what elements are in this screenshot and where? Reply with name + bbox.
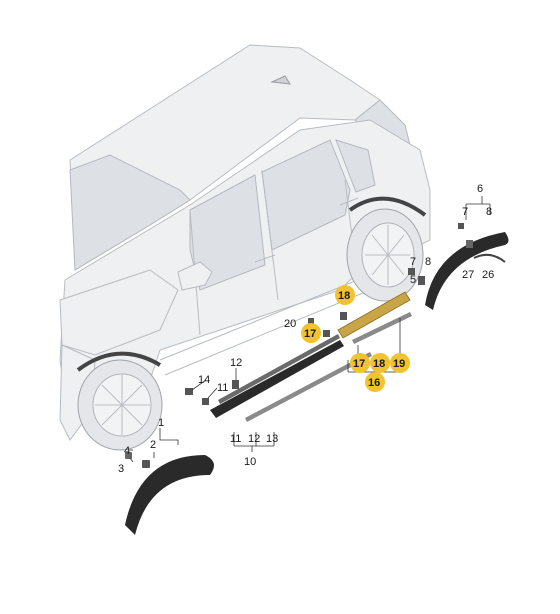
door-handle-rear bbox=[339, 197, 359, 206]
clip-part-11 bbox=[202, 398, 209, 405]
front-rim-spokes bbox=[95, 375, 150, 435]
highlight-17b bbox=[350, 353, 370, 373]
leader-14 bbox=[191, 379, 207, 391]
highlight-18a bbox=[335, 285, 355, 305]
car-quarter-window bbox=[335, 139, 376, 193]
callout-7a: 7 bbox=[462, 206, 468, 218]
door-moulding-part-13 bbox=[245, 352, 372, 422]
callout-7b: 7 bbox=[410, 256, 416, 268]
callout-17a: 17 bbox=[304, 328, 316, 340]
clip-part-18 bbox=[340, 312, 347, 320]
car-windshield bbox=[69, 154, 191, 271]
rear-rim-spokes bbox=[365, 225, 410, 285]
callout-4: 4 bbox=[124, 445, 130, 457]
clip-part-27 bbox=[466, 240, 473, 248]
callout-12a: 12 bbox=[230, 357, 242, 369]
door-moulding-part-11 bbox=[210, 340, 344, 418]
clip-part-12 bbox=[232, 380, 239, 389]
callout-26: 26 bbox=[482, 269, 494, 281]
clip-part-14 bbox=[185, 388, 193, 395]
highlight-17a bbox=[301, 323, 321, 343]
front-arch-edge bbox=[76, 351, 162, 372]
door-moulding-part-12 bbox=[218, 334, 340, 404]
callout-20: 20 bbox=[284, 318, 296, 330]
leader-6 bbox=[465, 196, 491, 220]
car-illustration bbox=[59, 44, 431, 451]
highlight-16 bbox=[365, 372, 385, 392]
strip-part-26 bbox=[473, 253, 506, 263]
callout-16: 16 bbox=[368, 377, 380, 389]
clip-part-2 bbox=[142, 460, 150, 468]
callout-10: 10 bbox=[244, 456, 256, 468]
screw-part-3 bbox=[125, 452, 132, 459]
callout-18a: 18 bbox=[338, 290, 350, 302]
callout-8b: 8 bbox=[425, 256, 431, 268]
leader-lines bbox=[128, 196, 491, 463]
leader-3 bbox=[129, 457, 134, 463]
parts bbox=[125, 223, 509, 535]
leader-1 bbox=[159, 428, 179, 445]
callout-13: 13 bbox=[266, 433, 278, 445]
clip-part-7 bbox=[458, 223, 464, 229]
callout-12b: 12 bbox=[248, 433, 260, 445]
callout-18b: 18 bbox=[373, 358, 385, 370]
door-seam-b-pillar bbox=[261, 169, 279, 301]
car-side-mirror bbox=[177, 261, 213, 291]
callout-6: 6 bbox=[477, 183, 483, 195]
front-wheel bbox=[76, 351, 163, 451]
callout-3: 3 bbox=[118, 463, 124, 475]
highlight-18b bbox=[370, 353, 390, 373]
clip-part-20 bbox=[308, 318, 314, 325]
callout-8a: 8 bbox=[486, 206, 492, 218]
clip-part-17 bbox=[323, 330, 330, 337]
leader-10 bbox=[233, 432, 275, 452]
callout-11a: 11 bbox=[217, 382, 228, 394]
callout-14: 14 bbox=[198, 374, 210, 386]
leader-11a bbox=[207, 387, 218, 399]
rear-moulding-part-19 bbox=[352, 312, 412, 344]
callout-17b: 17 bbox=[353, 358, 365, 370]
callout-11b: 11 bbox=[230, 433, 241, 445]
rear-arch-edge bbox=[348, 196, 427, 217]
front-arch-trim-part bbox=[125, 455, 214, 535]
door-handle-front bbox=[254, 254, 276, 263]
callout-19: 19 bbox=[393, 358, 405, 370]
highlight-discs bbox=[301, 285, 410, 392]
sill-line bbox=[159, 274, 371, 361]
callout-27: 27 bbox=[462, 269, 474, 281]
callout-2: 2 bbox=[150, 439, 156, 451]
rear-wheel bbox=[346, 196, 427, 302]
clip-part-8 bbox=[418, 276, 425, 285]
callout-5: 5 bbox=[410, 274, 416, 286]
callout-1: 1 bbox=[158, 417, 164, 429]
clip-part-9 bbox=[408, 268, 415, 275]
car-front-side-window bbox=[189, 174, 266, 291]
highlight-19 bbox=[390, 353, 410, 373]
rear-moulding-part-17 bbox=[337, 291, 411, 339]
callout-labels: 1 2 3 4 6 7 8 7 8 5 27 26 12 14 11 11 12… bbox=[118, 183, 494, 475]
roof-antenna bbox=[270, 75, 291, 85]
